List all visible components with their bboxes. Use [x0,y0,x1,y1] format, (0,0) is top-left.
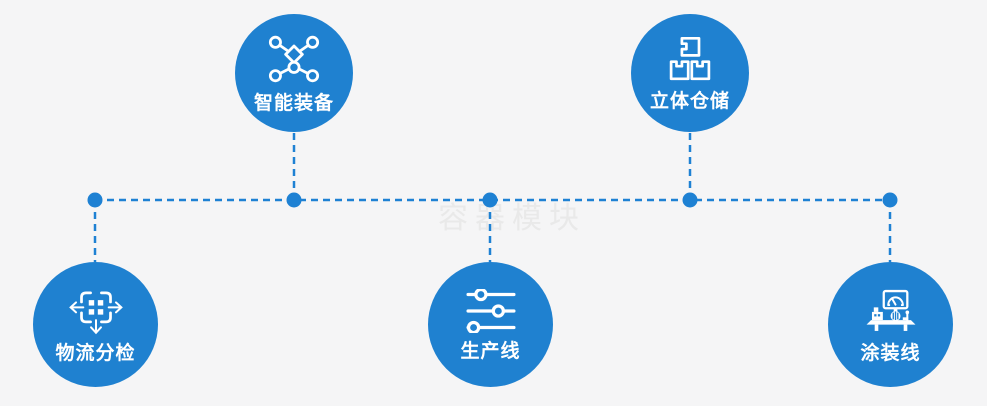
junction-dot [882,192,898,208]
node-label: 生产线 [460,340,521,362]
sliders-icon [465,288,516,333]
node-label: 物流分检 [55,342,136,364]
node-smart-equipment[interactable]: 智能装备 [235,14,353,132]
network-nodes-icon [268,35,320,83]
distribute-arrows-icon [68,291,123,334]
node-production-line[interactable]: 生产线 [428,262,553,387]
junction-dot [286,192,302,208]
junction-dot [682,192,698,208]
node-logistics-sorting[interactable]: 物流分检 [33,262,158,387]
machine-monitor-icon [866,289,915,331]
node-warehouse[interactable]: 立体仓储 [631,14,749,132]
stacked-boxes-icon [669,36,711,81]
node-label: 涂装线 [860,342,921,364]
node-painting-line[interactable]: 涂装线 [828,262,953,387]
node-label: 智能装备 [253,93,334,114]
junction-dot [87,192,103,208]
watermark: 容器模块 [438,202,586,235]
node-label: 立体仓储 [649,91,730,112]
junction-dot [482,192,498,208]
